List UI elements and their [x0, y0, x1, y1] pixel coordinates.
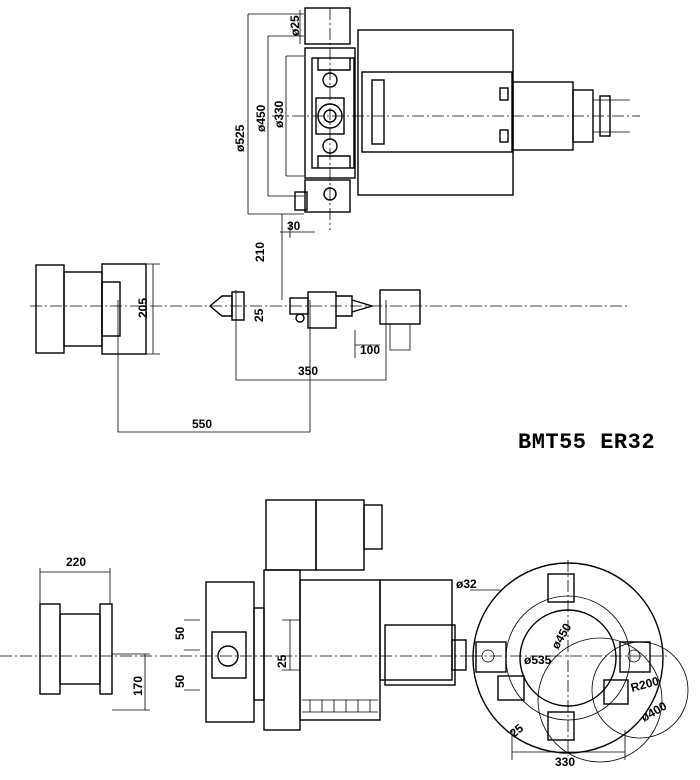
- top-view: ø25 ø525 ø450 ø330 30 210 205 25 100 350…: [30, 7, 640, 433]
- dim-25-bottom: 25: [275, 654, 289, 668]
- dim-50-upper: 50: [173, 626, 187, 640]
- chuck-bottom: [39, 568, 150, 711]
- top-dim-lines: [117, 10, 387, 433]
- turret-front: [184, 499, 467, 731]
- dim-205: 205: [136, 298, 150, 318]
- dim-50-lower: 50: [173, 674, 187, 688]
- turret-plan: [272, 7, 640, 230]
- dim-r200: R200: [629, 674, 661, 695]
- dim-550: 550: [192, 417, 212, 431]
- dim-100: 100: [360, 343, 380, 357]
- dim-350: 350: [298, 364, 318, 378]
- dim-25-angle: 25: [507, 721, 526, 741]
- dim-25-top: 25: [252, 308, 266, 322]
- dim-170: 170: [131, 676, 145, 696]
- tool-assembly: [208, 289, 421, 351]
- dim-330: 330: [555, 755, 575, 769]
- model-title: BMT55 ER32: [518, 430, 656, 455]
- dim-220: 220: [66, 555, 86, 569]
- chuck-top: [35, 263, 160, 355]
- dim-d330: ø330: [272, 100, 286, 128]
- disc-turret: [470, 560, 689, 763]
- dim-210: 210: [253, 242, 267, 262]
- dim-d400: ø400: [639, 699, 670, 725]
- dim-d25-top: ø25: [288, 15, 302, 36]
- dim-d32: ø32: [456, 577, 477, 591]
- dim-d535: ø535: [524, 653, 552, 667]
- dim-d450: ø450: [254, 104, 268, 132]
- dim-30: 30: [287, 219, 301, 233]
- dim-d525: ø525: [233, 124, 247, 152]
- bottom-view: 220 170 50 50 25 ø32 ø450 ø535 R200 ø400…: [0, 499, 689, 769]
- dim-d450-bottom: ø450: [548, 621, 574, 652]
